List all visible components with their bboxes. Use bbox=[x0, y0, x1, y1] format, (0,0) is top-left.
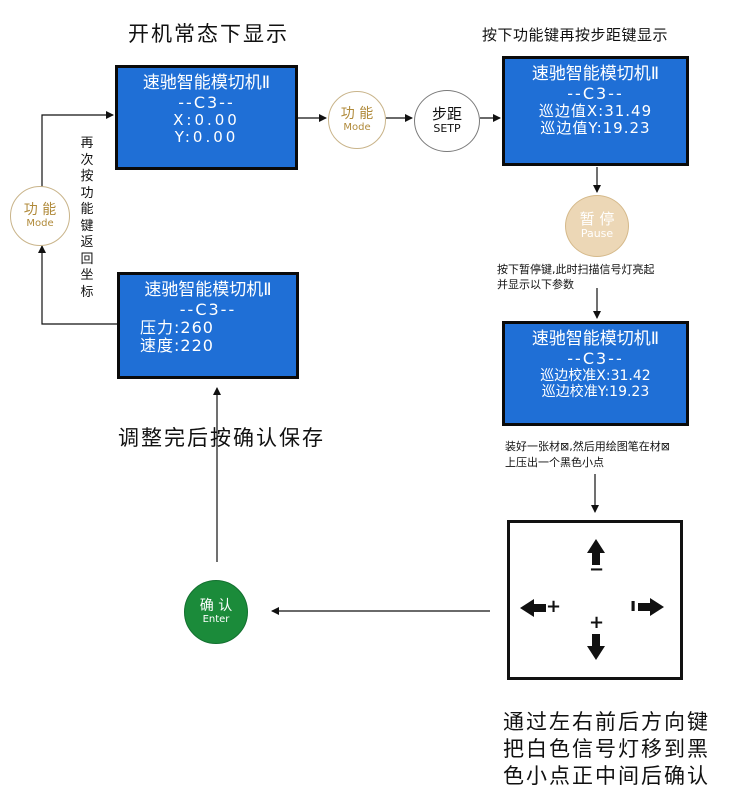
return-note-char-7: 返 bbox=[80, 235, 94, 250]
paper-note-line2: 上压出一个黑色小点 bbox=[505, 456, 604, 469]
mode-left-label: 功 能 bbox=[23, 202, 57, 219]
step-sub: SETP bbox=[433, 122, 461, 136]
screen-edge: 速驰智能模切机Ⅱ --C3-- 巡边值X:31.49 巡边值Y:19.23 bbox=[502, 56, 689, 166]
screen-params-line3: 压力:260 bbox=[140, 317, 214, 337]
screen-calib: 速驰智能模切机Ⅱ --C3-- 巡边校准X:31.42 巡边校准Y:19.23 bbox=[502, 321, 689, 426]
direction-pad: − + + ı bbox=[507, 520, 683, 680]
return-note-char-1: 再 bbox=[80, 136, 94, 151]
pause-sub: Pause bbox=[580, 227, 614, 241]
right-arrow-icon[interactable] bbox=[638, 598, 664, 616]
up-arrow-icon[interactable] bbox=[587, 539, 605, 565]
screen-params-line4: 速度:220 bbox=[140, 336, 214, 356]
screen-params-line1: 速驰智能模切机Ⅱ bbox=[144, 280, 272, 300]
screen-calib-line4: 巡边校准Y:19.23 bbox=[541, 384, 650, 401]
mode-button-left[interactable]: 功 能 Mode bbox=[10, 186, 70, 246]
screen-edge-line3: 巡边值X:31.49 bbox=[538, 101, 653, 120]
mode-mid-sub: Mode bbox=[343, 122, 371, 134]
enter-button[interactable]: 确 认 Enter bbox=[184, 580, 248, 644]
loop-line-bottom bbox=[38, 245, 117, 325]
screen-calib-line1: 速驰智能模切机Ⅱ bbox=[531, 329, 660, 349]
title-normal-display: 开机常态下显示 bbox=[128, 22, 289, 46]
step-button[interactable]: 步距 SETP bbox=[414, 90, 480, 152]
loop-line-top bbox=[41, 111, 114, 188]
mode-button-middle[interactable]: 功 能 Mode bbox=[328, 91, 386, 149]
pause-note-line1: 按下暂停键,此时扫描信号灯亮起 bbox=[497, 263, 655, 276]
return-note-char-2: 次 bbox=[80, 152, 94, 168]
enter-sub: Enter bbox=[202, 614, 230, 626]
return-note-char-6: 键 bbox=[80, 218, 94, 234]
return-note-char-10: 标 bbox=[80, 284, 94, 300]
enter-label: 确 认 bbox=[199, 598, 233, 615]
screen-normal-line3: X:0.00 bbox=[173, 110, 240, 129]
screen-params: 速驰智能模切机Ⅱ --C3-- 压力:260 速度:220 bbox=[117, 272, 299, 379]
return-note-char-9: 坐 bbox=[80, 268, 94, 283]
return-note-char-8: 回 bbox=[80, 251, 94, 267]
title-mode-step-display: 按下功能键再按步距键显示 bbox=[482, 26, 669, 44]
down-arrow-icon[interactable] bbox=[587, 634, 605, 660]
move-instruction-line3: 色小点正中间后确认 bbox=[503, 764, 710, 788]
screen-params-line2: --C3-- bbox=[179, 299, 237, 319]
return-note-char-5: 能 bbox=[80, 202, 94, 217]
pause-label: 暂 停 bbox=[579, 210, 615, 229]
screen-normal-line1: 速驰智能模切机Ⅱ bbox=[142, 73, 271, 93]
move-instruction-line2: 把白色信号灯移到黑 bbox=[503, 737, 710, 761]
mode-mid-label: 功 能 bbox=[340, 106, 374, 123]
pause-button[interactable]: 暂 停 Pause bbox=[565, 195, 629, 257]
left-arrow-icon[interactable] bbox=[520, 599, 546, 617]
screen-edge-line1: 速驰智能模切机Ⅱ bbox=[531, 64, 660, 84]
adjust-save-title: 调整完后按确认保存 bbox=[118, 426, 325, 450]
paper-note-line1: 装好一张材⊠,然后用绘图笔在材⊠ bbox=[505, 440, 670, 453]
return-note-char-4: 功 bbox=[80, 185, 94, 201]
up-sign: − bbox=[589, 559, 605, 580]
return-note-char-3: 按 bbox=[80, 169, 94, 184]
left-sign: + bbox=[546, 596, 562, 617]
direction-pad-arrows bbox=[520, 539, 664, 660]
screen-calib-line3: 巡边校准X:31.42 bbox=[540, 367, 651, 384]
screen-edge-line4: 巡边值Y:19.23 bbox=[540, 119, 651, 138]
screen-edge-line2: --C3-- bbox=[567, 83, 624, 103]
down-sign: + bbox=[589, 612, 605, 633]
pause-note-line2: 并显示以下参数 bbox=[497, 278, 574, 291]
screen-normal: 速驰智能模切机Ⅱ --C3-- X:0.00 Y:0.00 bbox=[115, 65, 298, 170]
screen-normal-line4: Y:0.00 bbox=[174, 128, 239, 147]
move-instruction-line1: 通过左右前后方向键 bbox=[503, 710, 710, 734]
step-label: 步距 bbox=[431, 105, 462, 124]
right-sign: ı bbox=[630, 595, 637, 616]
mode-left-sub: Mode bbox=[26, 218, 54, 230]
screen-calib-line2: --C3-- bbox=[567, 348, 624, 368]
screen-normal-line2: --C3-- bbox=[178, 92, 235, 112]
